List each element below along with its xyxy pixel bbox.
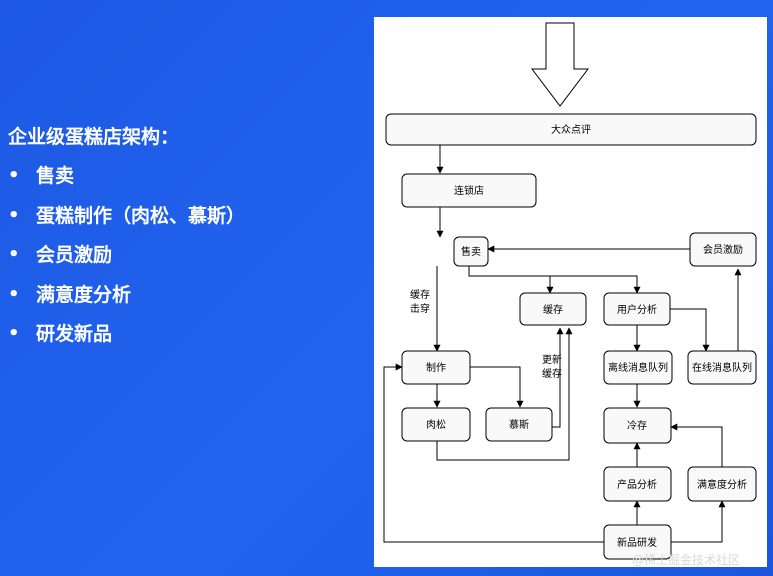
bullet-icon: • bbox=[8, 283, 20, 305]
node-satisfaction-label: 满意度分析 bbox=[697, 478, 747, 491]
node-online-queue-label: 在线消息队列 bbox=[692, 361, 752, 374]
edge-mousse-cache bbox=[552, 327, 564, 428]
outline-item: • 售卖 bbox=[8, 163, 363, 189]
edge-label-cache-breakdown-line1: 缓存 bbox=[410, 288, 430, 301]
node-product-analysis-label: 产品分析 bbox=[617, 478, 657, 491]
outline-item-label: 研发新品 bbox=[36, 323, 113, 345]
node-member-label: 会员激励 bbox=[703, 243, 743, 256]
node-cache: 缓存 bbox=[519, 292, 587, 326]
node-dianping: 大众点评 bbox=[385, 113, 757, 146]
architecture-outline: 企业级蛋糕店架构： • 售卖 • 蛋糕制作（肉松、慕斯） • 会员激励 • 满意度分析 … bbox=[8, 124, 363, 361]
edge-rnd-make bbox=[383, 363, 604, 543]
node-chain-label: 连锁店 bbox=[454, 184, 484, 197]
outline-item: • 蛋糕制作（肉松、慕斯） bbox=[8, 203, 363, 229]
outline-item-label: 蛋糕制作（肉松、慕斯） bbox=[36, 204, 246, 227]
node-chain: 连锁店 bbox=[401, 173, 537, 208]
node-mousse-label: 慕斯 bbox=[509, 418, 529, 431]
node-offline-queue-label: 离线消息队列 bbox=[608, 361, 668, 374]
node-make: 制作 bbox=[401, 350, 471, 385]
edge-satisfaction-cold bbox=[670, 423, 723, 467]
node-mousse: 慕斯 bbox=[485, 407, 553, 442]
node-rousong: 肉松 bbox=[401, 407, 471, 442]
node-sale-label: 售卖 bbox=[461, 245, 481, 258]
node-dianping-label: 大众点评 bbox=[551, 123, 591, 136]
bullet-icon: • bbox=[8, 204, 20, 226]
node-sale: 售卖 bbox=[453, 236, 489, 267]
node-satisfaction: 满意度分析 bbox=[687, 466, 757, 502]
outline-item-label: 会员激励 bbox=[36, 244, 113, 266]
outline-item-label: 售卖 bbox=[36, 165, 75, 187]
node-cold-label: 冷存 bbox=[627, 419, 647, 432]
node-member: 会员激励 bbox=[689, 232, 757, 267]
edge-user-analysis-online-queue bbox=[668, 308, 710, 352]
outline-item: • 会员激励 bbox=[8, 242, 363, 268]
diagram-edges bbox=[383, 145, 742, 543]
node-rousong-label: 肉松 bbox=[426, 418, 446, 431]
outline-title: 企业级蛋糕店架构： bbox=[8, 126, 180, 148]
node-make-label: 制作 bbox=[426, 361, 446, 374]
diagram-canvas: 缓存 击穿 更新 缓存 大众点评 连锁店 售卖 会员激励 缓存 用户分析 bbox=[383, 22, 757, 560]
node-product-analysis: 产品分析 bbox=[603, 466, 672, 502]
edge-sale-user-analysis bbox=[469, 275, 641, 294]
node-rnd-label: 新品研发 bbox=[617, 536, 657, 549]
edge-update-cache bbox=[436, 327, 573, 461]
edge-label-cache-update-line1: 更新 bbox=[542, 353, 562, 366]
edge-sale-cache bbox=[468, 266, 554, 294]
edge-label-cache-breakdown-line2: 击穿 bbox=[410, 302, 430, 315]
bullet-icon: • bbox=[8, 165, 20, 186]
edge-label-cache-update-line2: 缓存 bbox=[542, 367, 562, 380]
node-cold: 冷存 bbox=[603, 407, 672, 444]
outline-item: • 满意度分析 bbox=[8, 282, 363, 308]
edge-make-mousse bbox=[470, 366, 524, 408]
watermark-credit: @稀土掘金技术社区 bbox=[632, 553, 741, 567]
node-user-analysis-label: 用户分析 bbox=[617, 303, 657, 316]
outline-list: • 售卖 • 蛋糕制作（肉松、慕斯） • 会员激励 • 满意度分析 • 研发新品 bbox=[8, 163, 363, 347]
bullet-icon: • bbox=[8, 323, 20, 344]
node-user-analysis: 用户分析 bbox=[603, 292, 671, 326]
node-online-queue: 在线消息队列 bbox=[687, 350, 757, 385]
node-cache-label: 缓存 bbox=[543, 303, 563, 316]
outline-item-label: 满意度分析 bbox=[36, 283, 132, 306]
bullet-icon: • bbox=[8, 244, 20, 265]
node-offline-queue: 离线消息队列 bbox=[603, 350, 673, 385]
outline-item: • 研发新品 bbox=[8, 321, 363, 347]
entry-arrow-icon bbox=[530, 22, 590, 107]
node-rnd: 新品研发 bbox=[603, 524, 672, 560]
edge-rnd-satisfaction bbox=[671, 500, 726, 543]
architecture-diagram: 缓存 击穿 更新 缓存 大众点评 连锁店 售卖 会员激励 缓存 用户分析 bbox=[374, 17, 767, 567]
